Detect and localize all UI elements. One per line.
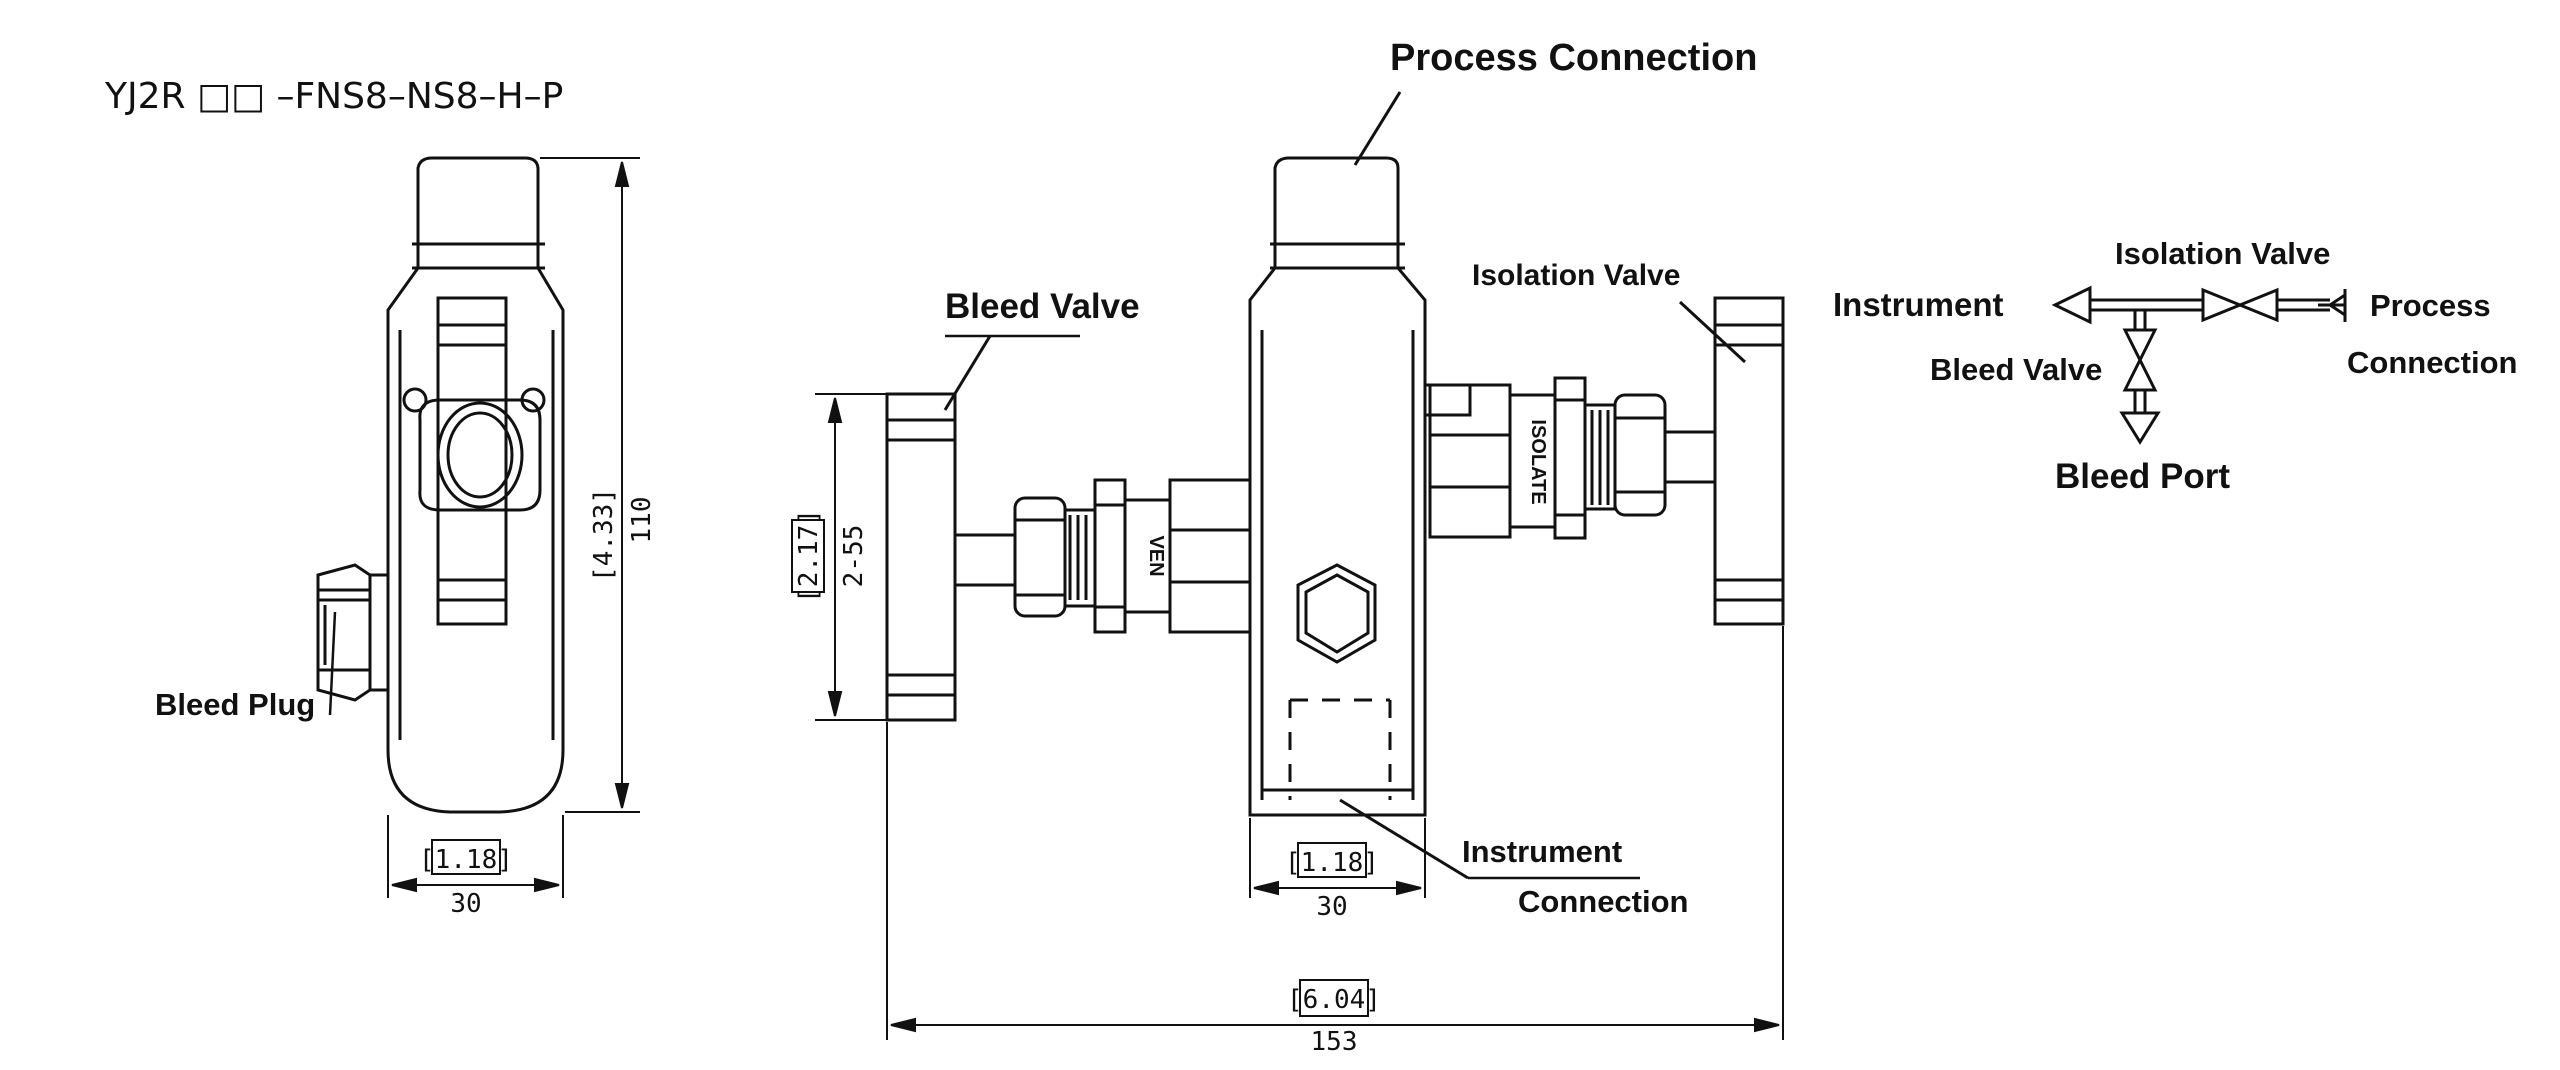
front-view-cap bbox=[1273, 156, 1400, 246]
schematic-bleed-valve: Bleed Valve bbox=[1930, 352, 2102, 387]
bleed-plug-leader bbox=[328, 611, 337, 716]
bleed-valve-label: Bleed Valve bbox=[945, 287, 1140, 326]
flow-schematic bbox=[2051, 285, 2347, 445]
bleed-valve-leader bbox=[943, 335, 992, 411]
instrument-connection-leader bbox=[1339, 798, 1469, 880]
instrument-connection-label-2: Connection bbox=[1518, 884, 1689, 919]
overall-dim-inches: [6.04] bbox=[1287, 985, 1381, 1015]
front-view-hex-port bbox=[1296, 563, 1377, 664]
overall-dim-mm: 153 bbox=[1311, 1027, 1358, 1057]
isolation-valve-handle bbox=[1713, 296, 1785, 626]
schematic-bleed-port: Bleed Port bbox=[2055, 457, 2230, 496]
screw-icon bbox=[402, 387, 428, 413]
bleed-valve-handle bbox=[885, 392, 957, 722]
vent-marking: VEN bbox=[1145, 535, 1167, 576]
front-view bbox=[1248, 156, 1427, 817]
screw-icon bbox=[520, 387, 546, 413]
side-view-height-dim bbox=[540, 157, 640, 813]
isolation-valve-label: Isolation Valve bbox=[1472, 259, 1680, 292]
bleed-plug-label: Bleed Plug bbox=[155, 687, 315, 722]
side-view bbox=[316, 156, 565, 814]
schematic-process: Process bbox=[2370, 288, 2491, 323]
side-view-width-dim bbox=[387, 815, 564, 898]
schematic-connection: Connection bbox=[2347, 345, 2518, 380]
isolation-valve-assembly bbox=[1423, 296, 1785, 626]
handle-dim-mm: 2-55 bbox=[839, 525, 869, 588]
width-dim-left-mm: 30 bbox=[450, 889, 481, 919]
height-dim-mm: 110 bbox=[627, 497, 657, 544]
isolation-valve-symbol bbox=[2201, 287, 2244, 323]
height-dim-inches: [4.33] bbox=[589, 488, 619, 582]
process-connection-leader bbox=[1353, 91, 1402, 166]
bleed-port-arrow-icon bbox=[2119, 411, 2161, 445]
bleed-valve-symbol bbox=[2122, 328, 2158, 364]
side-view-cap bbox=[416, 156, 540, 246]
schematic-instrument: Instrument bbox=[1833, 286, 2004, 323]
process-connection-label: Process Connection bbox=[1390, 37, 1757, 79]
instrument-connection-label-1: Instrument bbox=[1462, 834, 1622, 869]
side-view-gauge bbox=[418, 398, 542, 512]
schematic-isolation-valve: Isolation Valve bbox=[2115, 236, 2330, 271]
width-dim-mid-inches: [1.18] bbox=[1285, 848, 1379, 878]
instrument-arrow-icon bbox=[2051, 285, 2092, 325]
side-view-body bbox=[386, 267, 565, 814]
front-view-width-dim bbox=[1249, 818, 1426, 898]
model-code: YJ2R □□ –FNS8–NS8–H–P bbox=[104, 76, 563, 117]
handle-height-dim bbox=[791, 393, 887, 721]
width-dim-mid-mm: 30 bbox=[1316, 892, 1347, 922]
front-view-body bbox=[1248, 267, 1427, 817]
overall-width-dim bbox=[886, 626, 1784, 1040]
bleed-valve-assembly bbox=[885, 392, 1252, 722]
width-dim-left-inches: [1.18] bbox=[419, 845, 513, 875]
isolate-marking: ISOLATE bbox=[1527, 419, 1549, 504]
handle-dim-inches: [2.17] bbox=[794, 509, 824, 603]
isolation-valve-leader bbox=[1678, 300, 1747, 364]
